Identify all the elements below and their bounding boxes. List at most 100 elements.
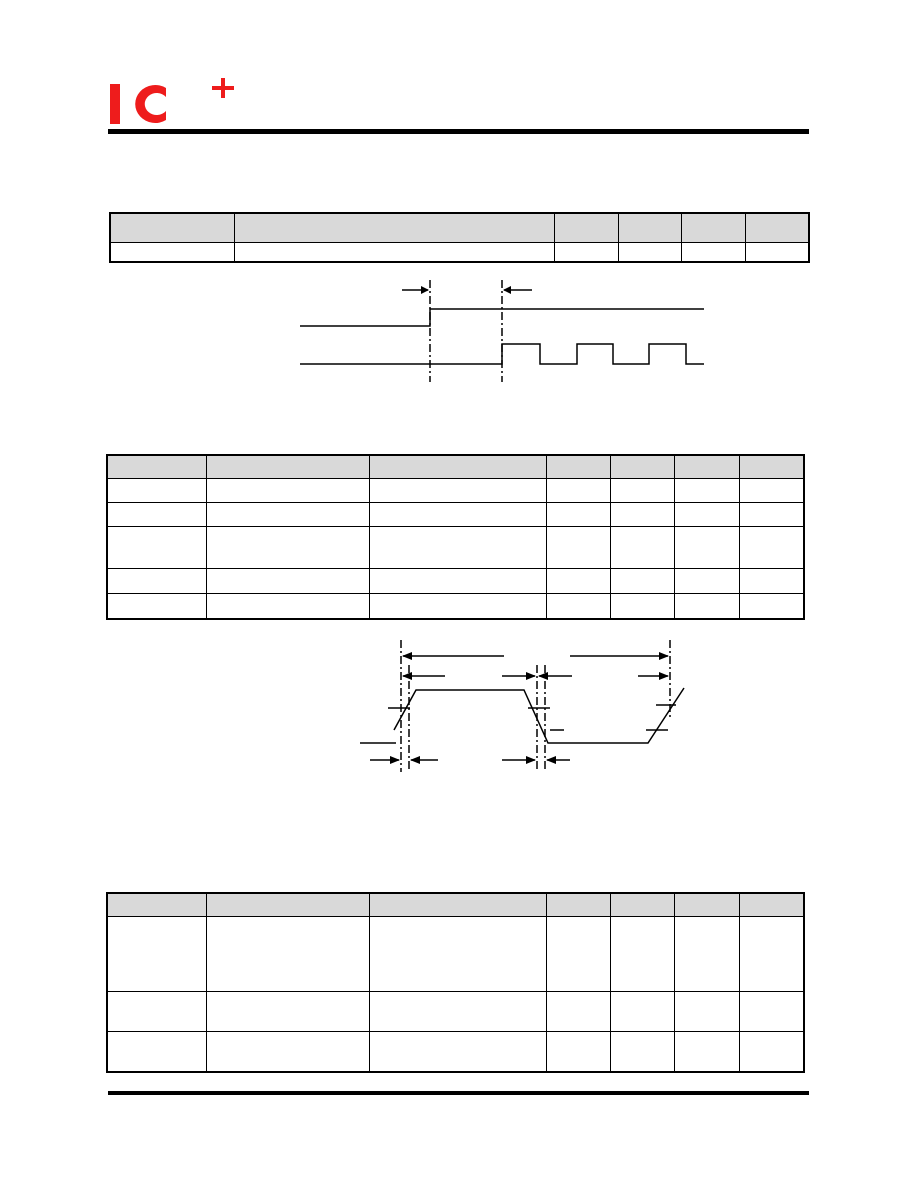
arrowhead-icon [538, 672, 548, 680]
header-cell [609, 454, 675, 479]
table-cell [368, 1031, 547, 1072]
table-cell [545, 568, 611, 594]
header-cell [205, 892, 370, 917]
table-cell [738, 502, 805, 527]
header-cell [368, 892, 547, 917]
arrowhead-icon [390, 756, 400, 764]
table-cell [205, 916, 370, 992]
table-cell [609, 526, 675, 569]
table-cell [545, 991, 611, 1032]
table-header-row [109, 212, 810, 243]
header-cell [673, 454, 740, 479]
table-cell [673, 478, 740, 503]
table-cell [205, 502, 370, 527]
table-cell [109, 242, 235, 263]
table-row [106, 1031, 805, 1072]
table-cell [673, 916, 740, 992]
arrowhead-icon [410, 756, 420, 764]
table-cell [205, 526, 370, 569]
table-cell [233, 242, 555, 263]
header-cell [106, 892, 207, 917]
table-cell [609, 568, 675, 594]
table-cell [673, 568, 740, 594]
table-cell [738, 916, 805, 992]
table-cell [545, 1031, 611, 1072]
timing-table-2 [106, 454, 805, 620]
table-cell [738, 1031, 805, 1072]
table-cell [738, 526, 805, 569]
table-cell [609, 916, 675, 992]
arrowhead-icon [503, 286, 511, 294]
table-cell [205, 568, 370, 594]
table-row [106, 916, 805, 992]
arrowhead-icon [402, 672, 412, 680]
table-header-row [106, 892, 805, 917]
table-cell [106, 1031, 207, 1072]
table-cell [738, 568, 805, 594]
table-row [106, 593, 805, 619]
header-cell [553, 212, 619, 243]
table-cell [738, 593, 805, 619]
table-cell [368, 568, 547, 594]
arrowhead-icon [402, 652, 412, 660]
table-cell [106, 568, 207, 594]
header-cell [617, 212, 682, 243]
header-cell [744, 212, 810, 243]
table-cell [609, 478, 675, 503]
table-cell [744, 242, 810, 263]
timing-diagram-1 [300, 280, 704, 382]
table-cell [545, 593, 611, 619]
table-row [106, 568, 805, 594]
header-cell [609, 892, 675, 917]
table-cell [205, 478, 370, 503]
timing-table-3 [106, 892, 805, 1073]
header-cell [680, 212, 746, 243]
table-header-row [106, 454, 805, 479]
table-cell [609, 502, 675, 527]
header-cell [545, 892, 611, 917]
table-cell [205, 593, 370, 619]
table-cell [738, 991, 805, 1032]
arrowhead-icon [546, 756, 556, 764]
arrowhead-icon [659, 672, 669, 680]
table-cell [368, 526, 547, 569]
table-row [109, 242, 810, 263]
table-row [106, 478, 805, 503]
table-cell [205, 1031, 370, 1072]
table-row [106, 991, 805, 1032]
arrowhead-icon [526, 756, 536, 764]
table-cell [609, 593, 675, 619]
header-cell [738, 892, 805, 917]
header-cell [673, 892, 740, 917]
header-cell [205, 454, 370, 479]
table-cell [673, 593, 740, 619]
table-cell [680, 242, 746, 263]
table-cell [368, 916, 547, 992]
table-cell [673, 502, 740, 527]
clock-waveform [393, 687, 685, 744]
table-cell [368, 593, 547, 619]
waveform-signal-2 [300, 343, 704, 365]
ic-plus-logo [110, 78, 234, 124]
table-cell [368, 991, 547, 1032]
table-cell [545, 502, 611, 527]
header-cell [233, 212, 555, 243]
table-cell [673, 1031, 740, 1072]
timing-table-1 [109, 212, 810, 263]
arrowhead-icon [659, 652, 669, 660]
table-cell [106, 502, 207, 527]
arrowhead-icon [526, 672, 536, 680]
table-row [106, 502, 805, 527]
table-cell [609, 1031, 675, 1072]
table-cell [738, 478, 805, 503]
table-cell [545, 526, 611, 569]
header-cell [368, 454, 547, 479]
table-cell [545, 916, 611, 992]
table-cell [106, 991, 207, 1032]
table-cell [609, 991, 675, 1032]
waveform-signal-1 [300, 308, 704, 327]
arrowhead-icon [421, 286, 429, 294]
table-cell [545, 478, 611, 503]
table-cell [617, 242, 682, 263]
header-cell [545, 454, 611, 479]
